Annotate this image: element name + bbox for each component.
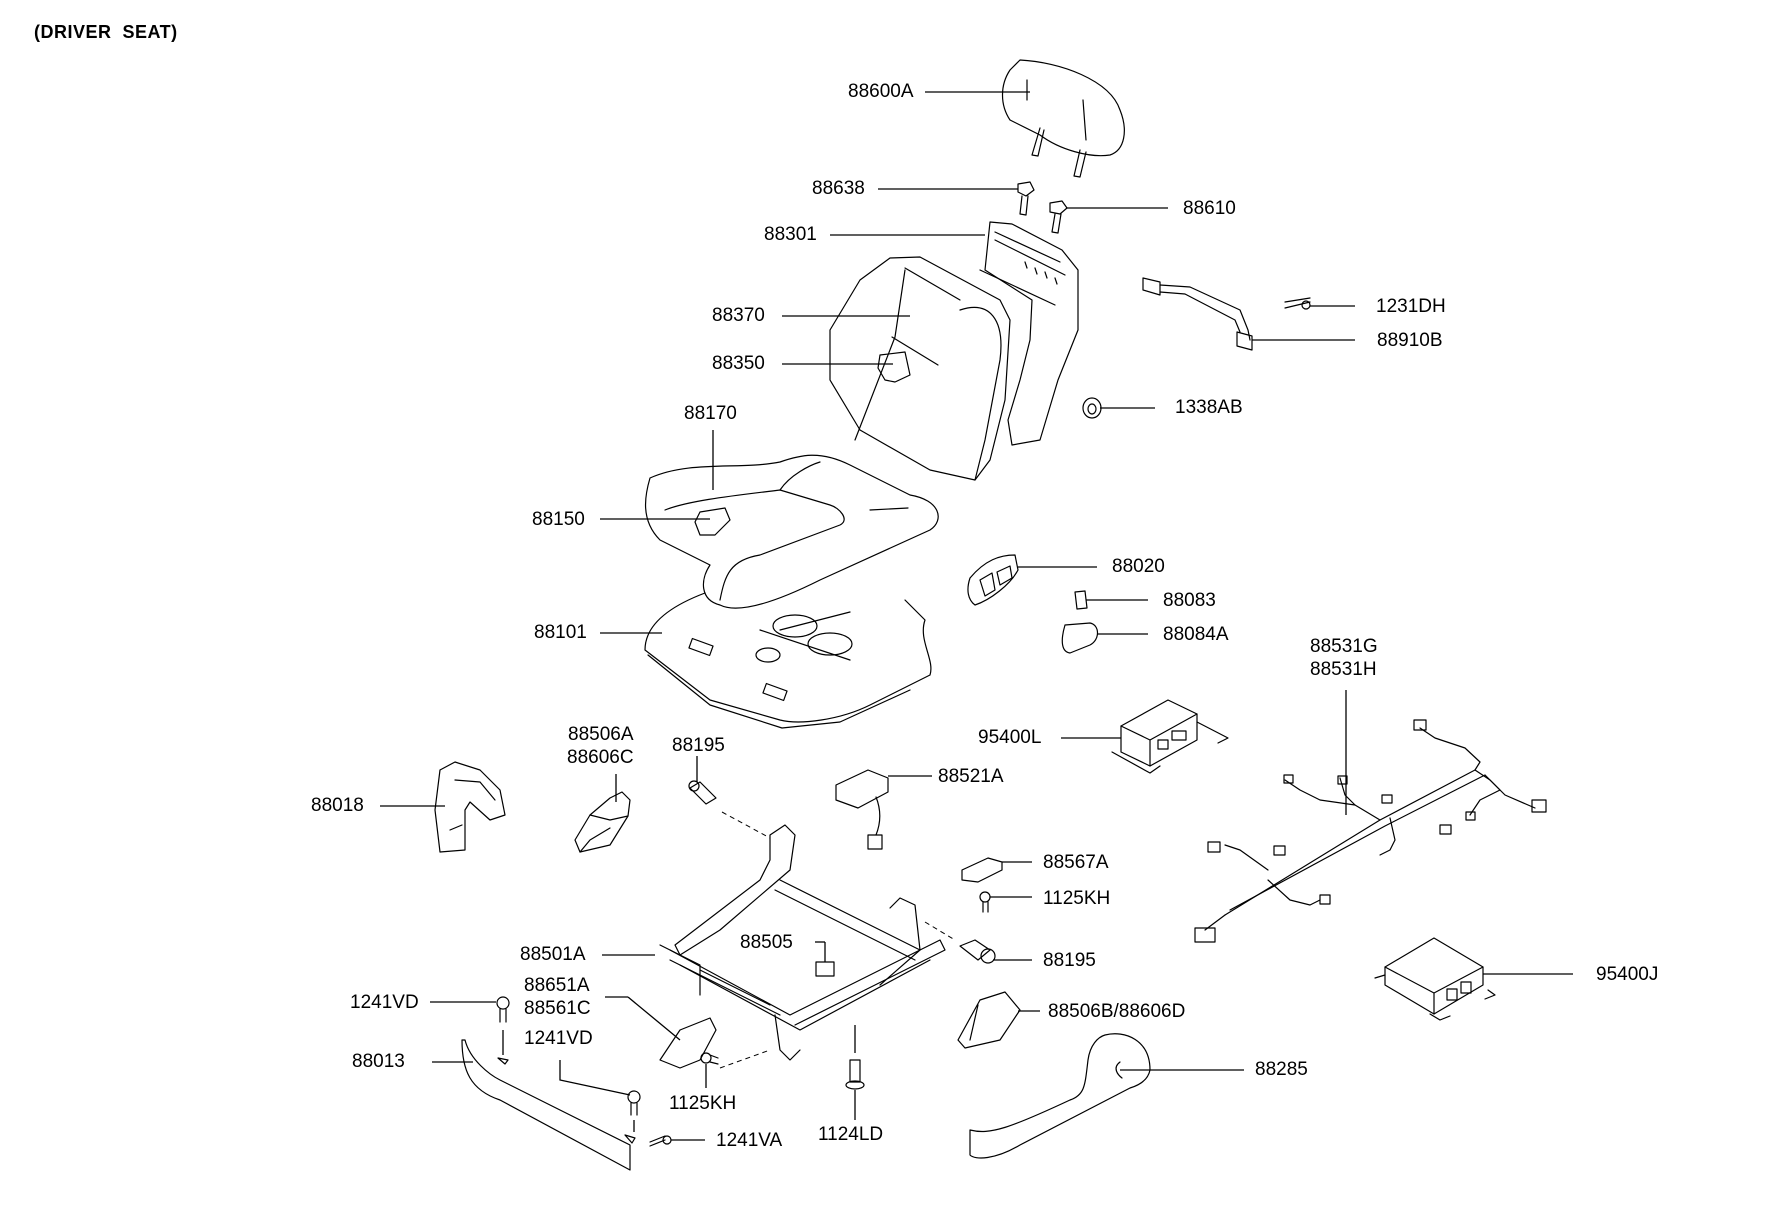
leader-1241VD-lower <box>559 1060 631 1096</box>
callout-88567A[interactable]: 88567A <box>1043 852 1109 873</box>
cushion-frame-part[interactable] <box>644 592 932 729</box>
callout-1338AB[interactable]: 1338AB <box>1175 397 1243 418</box>
callout-88018[interactable]: 88018 <box>311 795 364 816</box>
headrest-guide-left-part[interactable] <box>1017 181 1035 216</box>
leader-88195-upper-dashed <box>721 811 771 839</box>
callout-88020[interactable]: 88020 <box>1112 556 1165 577</box>
nut-1338AB-part[interactable] <box>1082 397 1102 419</box>
callout-88561C[interactable]: 88561C <box>524 998 591 1019</box>
seatback-frame-part[interactable] <box>979 221 1079 446</box>
callout-88521A[interactable]: 88521A <box>938 766 1004 787</box>
leader-88195-lower-dashed <box>924 921 956 941</box>
control-unit-95400L-part[interactable] <box>1111 699 1229 774</box>
callout-1241VD-upper[interactable]: 1241VD <box>350 992 419 1013</box>
callout-88370[interactable]: 88370 <box>712 305 765 326</box>
clip-88567A-part[interactable] <box>961 857 1003 883</box>
control-unit-95400J-part[interactable] <box>1374 937 1496 1021</box>
callout-1241VA[interactable]: 1241VA <box>716 1130 783 1151</box>
callout-88531G[interactable]: 88531G <box>1310 636 1378 657</box>
cover-88651A-part[interactable] <box>659 1017 717 1069</box>
callout-1231DH[interactable]: 1231DH <box>1376 296 1446 317</box>
callout-88501A[interactable]: 88501A <box>520 944 586 965</box>
bolt-88195-upper-part[interactable] <box>688 780 717 805</box>
seat-track-part[interactable] <box>659 824 946 1061</box>
outer-cover-88506B-part[interactable] <box>957 991 1021 1049</box>
diagram-title: (DRIVER SEAT) <box>34 22 178 42</box>
callout-88285[interactable]: 88285 <box>1255 1059 1308 1080</box>
inner-cover-88506A-part[interactable] <box>574 791 631 853</box>
screw-1125KH-lower-part[interactable] <box>700 1052 719 1065</box>
callout-88350[interactable]: 88350 <box>712 353 765 374</box>
callout-88600A[interactable]: 88600A <box>848 81 914 102</box>
screw-1241VD-upper-part[interactable] <box>496 996 510 1023</box>
seatback-pad-part[interactable] <box>877 351 911 383</box>
callout-88195-lower[interactable]: 88195 <box>1043 950 1096 971</box>
screw-1125KH-upper-part[interactable] <box>979 891 991 913</box>
bolt-88195-lower-part[interactable] <box>959 939 996 964</box>
leader-88651A-diag <box>627 996 681 1041</box>
callout-88606C[interactable]: 88606C <box>567 747 634 768</box>
screw-1241VD-lower-part[interactable] <box>627 1090 641 1116</box>
headrest-part[interactable] <box>1001 59 1125 178</box>
callout-88505[interactable]: 88505 <box>740 932 793 953</box>
callout-88150[interactable]: 88150 <box>532 509 585 530</box>
leader-1125KH-lower-dashed <box>719 1049 771 1069</box>
side-cover-88018-part[interactable] <box>434 761 506 853</box>
wiring-harness-part[interactable] <box>1194 719 1547 943</box>
callout-1125KH-upper[interactable]: 1125KH <box>1043 888 1111 909</box>
callout-1125KH-lower[interactable]: 1125KH <box>669 1093 737 1114</box>
callout-1124LD[interactable]: 1124LD <box>818 1124 884 1145</box>
back-bracket-part[interactable] <box>1142 277 1253 351</box>
callout-88531H[interactable]: 88531H <box>1310 659 1377 680</box>
motor-switch-part[interactable] <box>835 769 889 850</box>
callout-88506B-88606D[interactable]: 88506B/88606D <box>1048 1001 1186 1022</box>
bolt-1124LD-part[interactable] <box>845 1059 865 1090</box>
callout-88195-upper[interactable]: 88195 <box>672 735 725 756</box>
callout-88083[interactable]: 88083 <box>1163 590 1216 611</box>
callout-95400L[interactable]: 95400L <box>978 727 1042 748</box>
switch-knob-88083-part[interactable] <box>1074 590 1088 610</box>
switch-bezel-part[interactable] <box>967 554 1019 606</box>
callout-1241VD-lower[interactable]: 1241VD <box>524 1028 593 1049</box>
callout-88638[interactable]: 88638 <box>812 178 865 199</box>
callout-88084A[interactable]: 88084A <box>1163 624 1229 645</box>
callout-88910B[interactable]: 88910B <box>1377 330 1443 351</box>
callout-88610[interactable]: 88610 <box>1183 198 1236 219</box>
callout-95400J[interactable]: 95400J <box>1596 964 1659 985</box>
screw-1241VA-part[interactable] <box>649 1135 672 1147</box>
callout-88170[interactable]: 88170 <box>684 403 737 424</box>
callout-88301[interactable]: 88301 <box>764 224 817 245</box>
headrest-guide-right-part[interactable] <box>1049 200 1068 234</box>
recliner-lever-part[interactable] <box>969 1033 1151 1159</box>
callout-88101[interactable]: 88101 <box>534 622 587 643</box>
callout-88013[interactable]: 88013 <box>352 1051 405 1072</box>
cushion-pad-part[interactable] <box>694 507 731 536</box>
side-shield-88013-part[interactable] <box>461 1039 636 1171</box>
cushion-cover-part[interactable] <box>644 454 939 609</box>
callout-88651A[interactable]: 88651A <box>524 975 590 996</box>
seatback-cover-part[interactable] <box>829 256 1011 481</box>
callout-88506A[interactable]: 88506A <box>568 724 634 745</box>
bolt-1231DH-part[interactable] <box>1284 297 1311 310</box>
switch-knob-88084A-part[interactable] <box>1061 622 1099 654</box>
